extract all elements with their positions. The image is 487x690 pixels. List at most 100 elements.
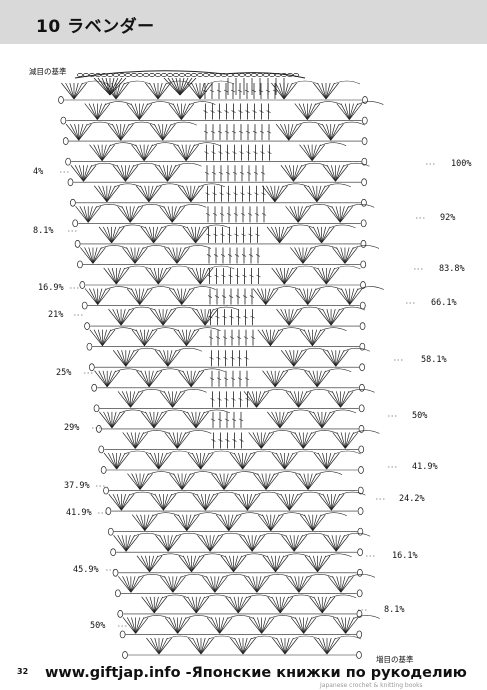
- fan-stitch-mark: [111, 267, 117, 285]
- fan-stitch-mark: [270, 514, 280, 531]
- fan-stitch-mark: [131, 514, 146, 531]
- chain-arch-mark: [124, 265, 151, 270]
- fan-stitch-mark: [344, 247, 358, 264]
- fan-stitch-mark: [321, 411, 327, 428]
- fan-stitch-mark: [316, 370, 326, 387]
- fan-stitch-mark: [129, 206, 135, 223]
- fan-stitch-mark: [284, 165, 294, 182]
- fan-stitch-mark: [284, 124, 290, 141]
- fan-stitch-mark: [195, 267, 201, 285]
- chain-arch-mark: [278, 327, 305, 331]
- fan-stitch-mark: [331, 493, 345, 511]
- chain-stitch-mark: [101, 73, 107, 77]
- fan-stitch-mark: [116, 267, 130, 285]
- fan-stitch-mark: [271, 267, 285, 285]
- fan-stitch-mark: [261, 432, 275, 449]
- fan-stitch-mark: [257, 329, 271, 346]
- chain-arch-mark: [357, 101, 384, 105]
- fan-stitch-mark: [116, 124, 122, 141]
- chain-stitch-mark: [107, 73, 113, 77]
- double-crochet-mark: [216, 89, 222, 93]
- right-percent-label: 41.9%: [412, 462, 438, 472]
- fan-stitch-mark: [102, 329, 107, 346]
- fan-stitch-mark: [93, 185, 108, 202]
- fan-stitch-mark: [168, 247, 178, 264]
- fan-stitch-mark: [149, 82, 159, 100]
- double-crochet-mark: [231, 418, 237, 422]
- fan-stitch-mark: [143, 144, 153, 161]
- fan-stitch-mark: [339, 206, 349, 223]
- fan-stitch-mark: [181, 103, 195, 120]
- fan-stitch-mark: [229, 596, 239, 614]
- fan-stitch-mark: [164, 247, 178, 264]
- turning-chain-mark: [86, 342, 93, 351]
- double-crochet-mark: [234, 254, 240, 257]
- chain-arch-mark: [273, 471, 301, 475]
- fan-stitch-mark: [116, 452, 122, 470]
- double-crochet-mark: [213, 254, 219, 257]
- turning-chain-mark: [356, 651, 362, 659]
- fan-stitch-mark: [336, 103, 350, 120]
- fan-stitch-mark: [279, 411, 293, 429]
- fan-stitch-mark: [92, 247, 98, 264]
- fan-stitch-mark: [125, 165, 139, 182]
- fan-stitch-mark: [173, 473, 183, 490]
- fan-stitch-mark: [140, 514, 146, 531]
- fan-stitch-mark: [78, 123, 88, 141]
- fan-stitch-mark: [154, 308, 164, 326]
- turning-chain-mark: [100, 466, 107, 474]
- fan-stitch-mark: [97, 329, 103, 346]
- fan-stitch-mark: [97, 103, 111, 120]
- fan-stitch-mark: [172, 391, 186, 408]
- fan-stitch-mark: [65, 82, 75, 100]
- chain-arch-mark: [138, 389, 165, 393]
- fan-stitch-mark: [308, 185, 318, 202]
- turning-chain-mark: [362, 96, 368, 104]
- fan-stitch-mark: [286, 576, 300, 593]
- fan-stitch-mark: [223, 473, 233, 490]
- fan-stitch-mark: [335, 165, 345, 182]
- fan-stitch-mark: [303, 144, 313, 161]
- fan-stitch-mark: [140, 226, 154, 244]
- fan-stitch-mark: [256, 391, 270, 408]
- fan-stitch-mark: [283, 267, 289, 285]
- fan-stitch-mark: [200, 452, 206, 470]
- fan-stitch-mark: [172, 576, 186, 593]
- fan-stitch-mark: [206, 617, 220, 634]
- fan-stitch-mark: [74, 165, 84, 182]
- double-crochet-mark: [212, 213, 218, 216]
- fan-stitch-mark: [252, 617, 262, 634]
- fan-stitch-mark: [344, 247, 354, 264]
- fan-stitch-mark: [120, 165, 126, 182]
- fan-stitch-mark: [122, 432, 136, 449]
- fan-stitch-mark: [266, 185, 276, 202]
- fan-stitch-mark: [275, 411, 281, 428]
- fan-stitch-mark: [176, 247, 190, 264]
- double-crochet-mark: [223, 356, 228, 360]
- fan-stitch-mark: [131, 617, 136, 634]
- fan-stitch-mark: [317, 411, 323, 428]
- double-crochet-mark: [233, 213, 239, 216]
- fan-stitch-mark: [181, 473, 191, 490]
- fan-stitch-mark: [87, 206, 93, 223]
- fan-stitch-mark: [167, 535, 173, 552]
- fan-stitch-mark: [171, 206, 181, 223]
- fan-stitch-mark: [239, 535, 253, 552]
- fan-stitch-mark: [157, 82, 167, 100]
- double-crochet-mark: [228, 274, 233, 278]
- chain-arch-mark: [334, 265, 361, 270]
- fan-stitch-mark: [172, 576, 182, 593]
- fan-stitch-mark: [261, 288, 267, 305]
- fan-stitch-mark: [125, 350, 131, 367]
- chain-arch-mark: [287, 224, 314, 229]
- fan-stitch-mark: [266, 514, 272, 531]
- fan-stitch-mark: [281, 535, 295, 552]
- turning-chain-mark: [361, 178, 367, 187]
- fan-stitch-mark: [297, 206, 312, 223]
- double-crochet-mark: [232, 439, 237, 442]
- fan-stitch-mark: [101, 144, 115, 161]
- fan-stitch-mark: [186, 370, 192, 387]
- chain-arch-mark: [175, 162, 202, 167]
- fan-stitch-mark: [139, 288, 149, 305]
- fan-stitch-mark: [279, 411, 289, 429]
